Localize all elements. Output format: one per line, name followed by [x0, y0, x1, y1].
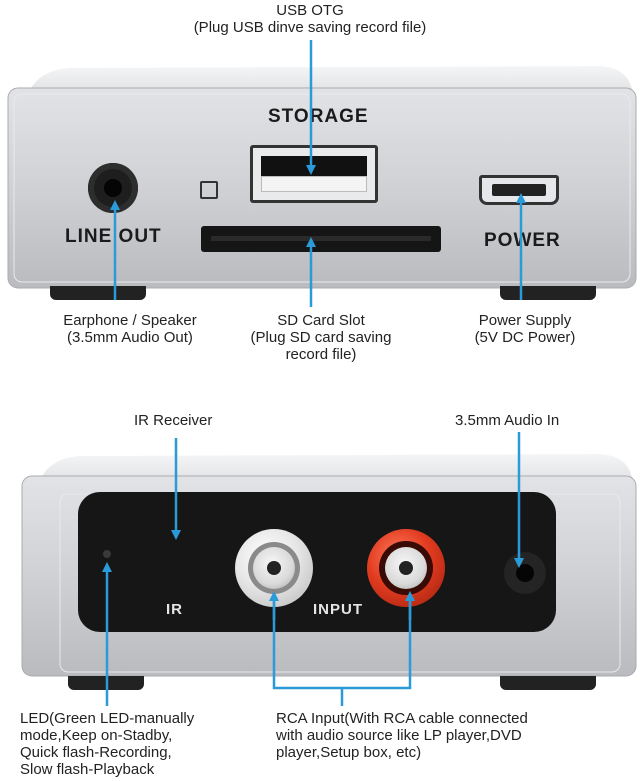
led-line3: Quick flash-Recording, — [20, 744, 172, 761]
sd-line1: SD Card Slot — [277, 312, 365, 329]
input-label: INPUT — [313, 601, 363, 618]
usb-port — [250, 145, 378, 203]
earphone-line1: Earphone / Speaker — [63, 312, 197, 329]
sd-card-caption: SD Card Slot (Plug SD card saving record… — [226, 312, 416, 363]
rca-caption: RCA Input(With RCA cable connected with … — [276, 710, 528, 761]
bottom-foot-right — [500, 676, 596, 690]
sd-line2: (Plug SD card saving — [250, 329, 392, 346]
rca-line1: RCA Input(With RCA cable connected — [276, 710, 528, 727]
power-port — [479, 175, 559, 205]
rca-red-jack — [367, 529, 445, 607]
usb-otg-title: USB OTG — [276, 2, 344, 19]
usb-otg-desc: (Plug USB dinve saving record file) — [193, 19, 427, 36]
sd-line3: record file) — [285, 346, 357, 363]
audio-in-caption: 3.5mm Audio In — [455, 412, 560, 429]
ir-receiver-caption: IR Receiver — [134, 412, 213, 429]
top-device: LINE OUT STORAGE POWER — [0, 60, 640, 300]
rca-line3: player,Setup box, etc) — [276, 744, 422, 761]
storage-label: STORAGE — [268, 106, 369, 127]
led-caption: LED(Green LED-manually mode,Keep on-Stad… — [20, 710, 194, 778]
audio-in-jack — [504, 552, 546, 594]
power-label: POWER — [484, 230, 561, 251]
power-line2: (5V DC Power) — [474, 329, 576, 346]
top-foot-left — [50, 286, 146, 300]
line-out-jack — [88, 163, 138, 213]
power-line1: Power Supply — [478, 312, 572, 329]
led-line4: Slow flash-Playback — [20, 761, 155, 778]
led-line1: LED(Green LED-manually — [20, 710, 195, 727]
usb-otg-caption: USB OTG (Plug USB dinve saving record fi… — [150, 2, 470, 36]
led-indicator — [103, 550, 111, 558]
bottom-device: IR INPUT — [0, 440, 640, 690]
sd-card-slot — [201, 226, 441, 252]
top-foot-right — [500, 286, 596, 300]
earphone-line2: (3.5mm Audio Out) — [67, 329, 193, 346]
sd-icon — [200, 181, 218, 199]
led-line2: mode,Keep on-Stadby, — [20, 727, 173, 744]
bottom-foot-left — [68, 676, 144, 690]
rca-white-jack — [235, 529, 313, 607]
line-out-label: LINE OUT — [65, 226, 162, 247]
ir-label: IR — [166, 601, 183, 618]
rca-line2: with audio source like LP player,DVD — [276, 727, 522, 744]
earphone-caption: Earphone / Speaker (3.5mm Audio Out) — [40, 312, 220, 346]
power-caption: Power Supply (5V DC Power) — [450, 312, 600, 346]
